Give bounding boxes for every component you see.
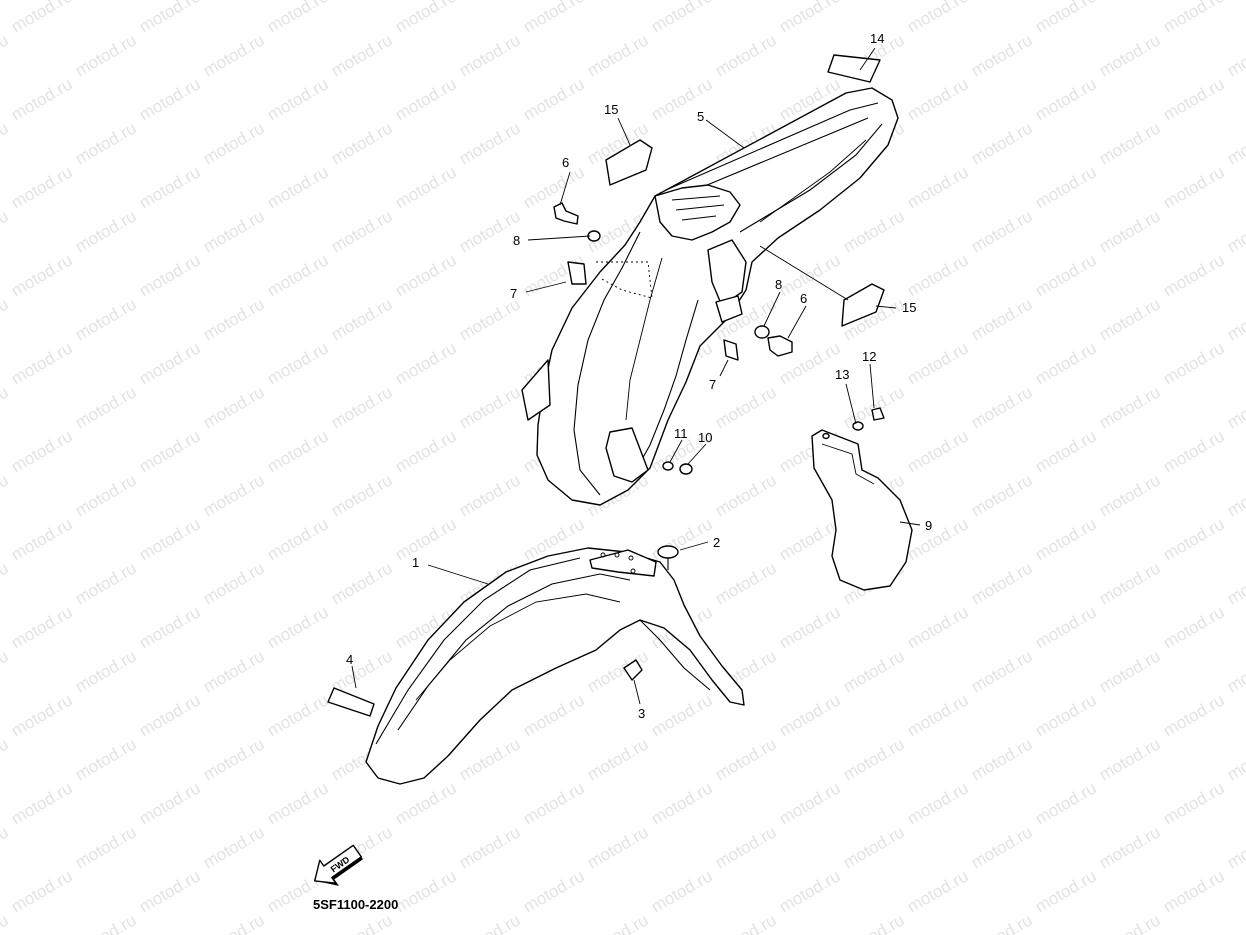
callout-6-right: 6 xyxy=(800,291,807,306)
callout-3: 3 xyxy=(638,706,645,721)
decal-15-left xyxy=(605,139,653,186)
leader-lines xyxy=(351,47,921,705)
decal-15-right xyxy=(841,283,885,327)
callout-15-left: 15 xyxy=(604,102,618,117)
fwd-arrow-icon: FWD xyxy=(314,844,364,886)
callout-6-left: 6 xyxy=(562,155,569,170)
callout-13: 13 xyxy=(835,367,849,382)
callout-9: 9 xyxy=(925,518,932,533)
callout-8-right: 8 xyxy=(775,277,782,292)
callout-4: 4 xyxy=(346,652,353,667)
callout-numbers: 14 5 15 6 8 7 15 8 6 7 12 13 11 10 9 2 1… xyxy=(346,31,932,721)
front-fender xyxy=(365,547,745,785)
decal-4 xyxy=(327,687,375,717)
callout-5: 5 xyxy=(697,109,704,124)
callout-2: 2 xyxy=(713,535,720,550)
callout-7-left: 7 xyxy=(510,286,517,301)
callout-15-right: 15 xyxy=(902,300,916,315)
callout-8-left: 8 xyxy=(513,233,520,248)
callout-1: 1 xyxy=(412,555,419,570)
fasteners-front xyxy=(623,545,679,681)
diagram-code: 5SF1100-2200 xyxy=(313,897,398,912)
decal-14 xyxy=(827,54,881,83)
callout-10: 10 xyxy=(698,430,712,445)
mud-flap xyxy=(811,407,913,591)
callout-12: 12 xyxy=(862,349,876,364)
fasteners-rear xyxy=(553,202,793,475)
rear-fender xyxy=(521,87,899,506)
callout-14: 14 xyxy=(870,31,884,46)
callout-7-right: 7 xyxy=(709,377,716,392)
callout-11: 11 xyxy=(674,426,688,441)
